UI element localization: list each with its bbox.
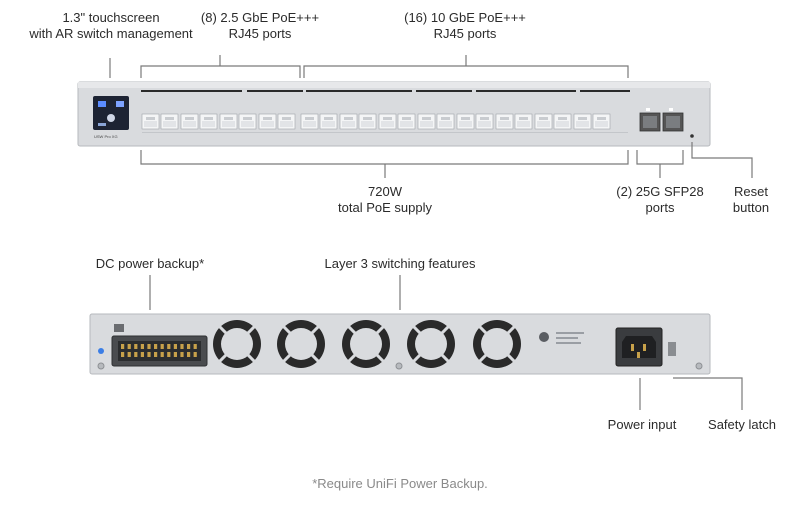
layer3-label: Layer 3 switching features: [324, 256, 476, 271]
cooling-fan: [473, 320, 521, 368]
cooling-fan: [213, 320, 261, 368]
dc-power-connector: [98, 324, 208, 367]
reset-label: Reset button: [732, 184, 770, 215]
cooling-fan: [407, 320, 455, 368]
ports-10g-label: (16) 10 GbE PoE+++ RJ45 ports: [404, 10, 526, 41]
ports-2-5g-label: (8) 2.5 GbE PoE+++ RJ45 ports: [200, 10, 320, 41]
poe-supply-label: 720W total PoE supply: [338, 184, 432, 215]
safety-latch-label: Safety latch: [708, 417, 776, 432]
power-input-label: Power input: [607, 417, 677, 432]
cooling-fan: [342, 320, 390, 368]
touchscreen: [93, 96, 129, 130]
footnote: *Require UniFi Power Backup.: [312, 476, 488, 491]
rear-panel: [89, 313, 711, 375]
sfp28-cages: [639, 108, 684, 132]
sfp28-label: (2) 25G SFP28 ports: [616, 184, 704, 215]
rear-callouts: [149, 275, 743, 410]
dc-backup-label: DC power backup*: [95, 256, 205, 271]
front-panel: USW Pro XG: [77, 81, 711, 147]
power-inlet: [615, 327, 663, 367]
touchscreen-label: 1.3" touchscreen with AR switch manageme…: [29, 10, 193, 41]
reset-button: [690, 134, 694, 138]
model-text: USW Pro XG: [94, 134, 118, 139]
safety-latch: [668, 342, 676, 356]
cooling-fan: [277, 320, 325, 368]
front-callouts: [109, 55, 753, 178]
ubiquiti-logo: [539, 332, 549, 342]
